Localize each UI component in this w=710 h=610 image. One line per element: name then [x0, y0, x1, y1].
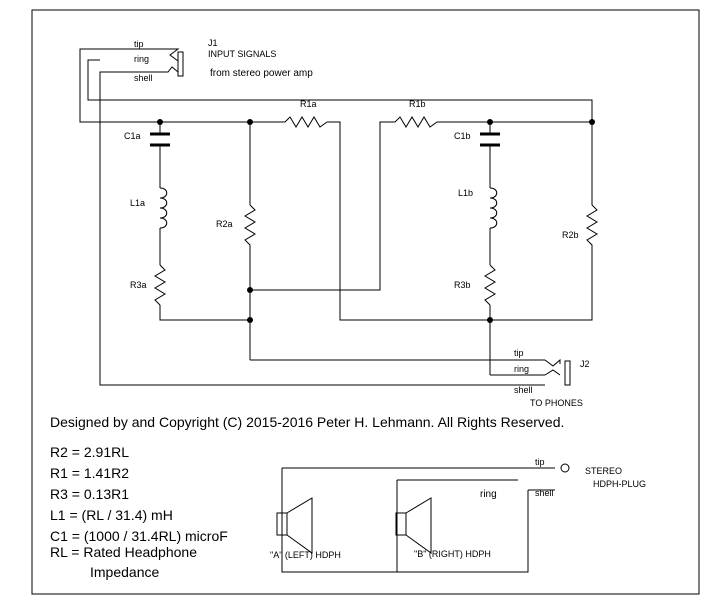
- wires: [79, 48, 593, 386]
- formula-r1: R1 = 1.41R2: [50, 465, 129, 481]
- plug-tip-label: tip: [535, 457, 545, 467]
- l1b-label: L1b: [458, 188, 473, 198]
- j1-shell-label: shell: [134, 73, 153, 83]
- copyright-text: Designed by and Copyright (C) 2015-2016 …: [50, 414, 564, 430]
- j1-tip-label: tip: [134, 39, 144, 49]
- plug-title-line2: HDPH-PLUG: [593, 479, 646, 489]
- right-hdph-label: "B" (RIGHT) HDPH: [414, 549, 491, 559]
- r2a-label: R2a: [216, 219, 233, 229]
- formula-r2: R2 = 2.91RL: [50, 444, 129, 460]
- input-signals-label: INPUT SIGNALS: [208, 49, 276, 59]
- j2-ring-label: ring: [514, 364, 529, 374]
- jack-j1: [100, 48, 184, 77]
- speaker-right: [395, 497, 432, 554]
- c1b-label: C1b: [454, 131, 471, 141]
- j1-label: J1: [208, 38, 218, 48]
- formula-r3: R3 = 0.13R1: [50, 486, 129, 502]
- resistor-r2a: [244, 188, 256, 258]
- plug-title-line1: STEREO: [585, 466, 622, 476]
- inductor-l1a: [159, 187, 168, 229]
- r3a-label: R3a: [130, 280, 147, 290]
- plug-ring-label: ring: [480, 489, 497, 500]
- formula-l1: L1 = (RL / 31.4) mH: [50, 507, 173, 523]
- c1a-label: C1a: [124, 131, 141, 141]
- r1b-label: R1b: [409, 99, 426, 109]
- formula-rl: RL = Rated Headphone: [50, 544, 197, 560]
- to-phones-label: TO PHONES: [530, 398, 583, 408]
- inductor-l1b: [489, 187, 498, 229]
- j2-tip-label: tip: [514, 348, 524, 358]
- r2b-label: R2b: [562, 230, 579, 240]
- resistor-r2b: [586, 188, 598, 258]
- plug-tip-terminal: [560, 463, 570, 473]
- r1a-label: R1a: [300, 99, 317, 109]
- r3b-label: R3b: [454, 280, 471, 290]
- j1-ring-label: ring: [134, 54, 149, 64]
- diagram-frame: [31, 9, 700, 595]
- formula-rl-continued: Impedance: [90, 564, 159, 580]
- resistor-r1b: [394, 116, 438, 128]
- resistor-r1a: [284, 116, 328, 128]
- speaker-left: [276, 497, 313, 554]
- jack-j2: [544, 358, 571, 386]
- from-amp-label: from stereo power amp: [210, 68, 313, 79]
- plug-shell-label: shell: [535, 488, 554, 498]
- junction-dots: [157, 119, 595, 323]
- capacitor-c1a: [150, 132, 170, 147]
- left-hdph-label: "A" (LEFT) HDPH: [270, 550, 341, 560]
- j2-shell-label: shell: [514, 385, 533, 395]
- j2-label: J2: [580, 359, 590, 369]
- resistor-r3b: [484, 264, 496, 306]
- plug-wiring: [281, 463, 570, 573]
- resistor-r3a: [154, 264, 166, 306]
- formula-c1: C1 = (1000 / 31.4RL) microF: [50, 528, 228, 544]
- l1a-label: L1a: [130, 198, 145, 208]
- formula-list: R2 = 2.91RL R1 = 1.41R2 R3 = 0.13R1 L1 =…: [50, 444, 228, 580]
- capacitor-c1b: [480, 132, 500, 147]
